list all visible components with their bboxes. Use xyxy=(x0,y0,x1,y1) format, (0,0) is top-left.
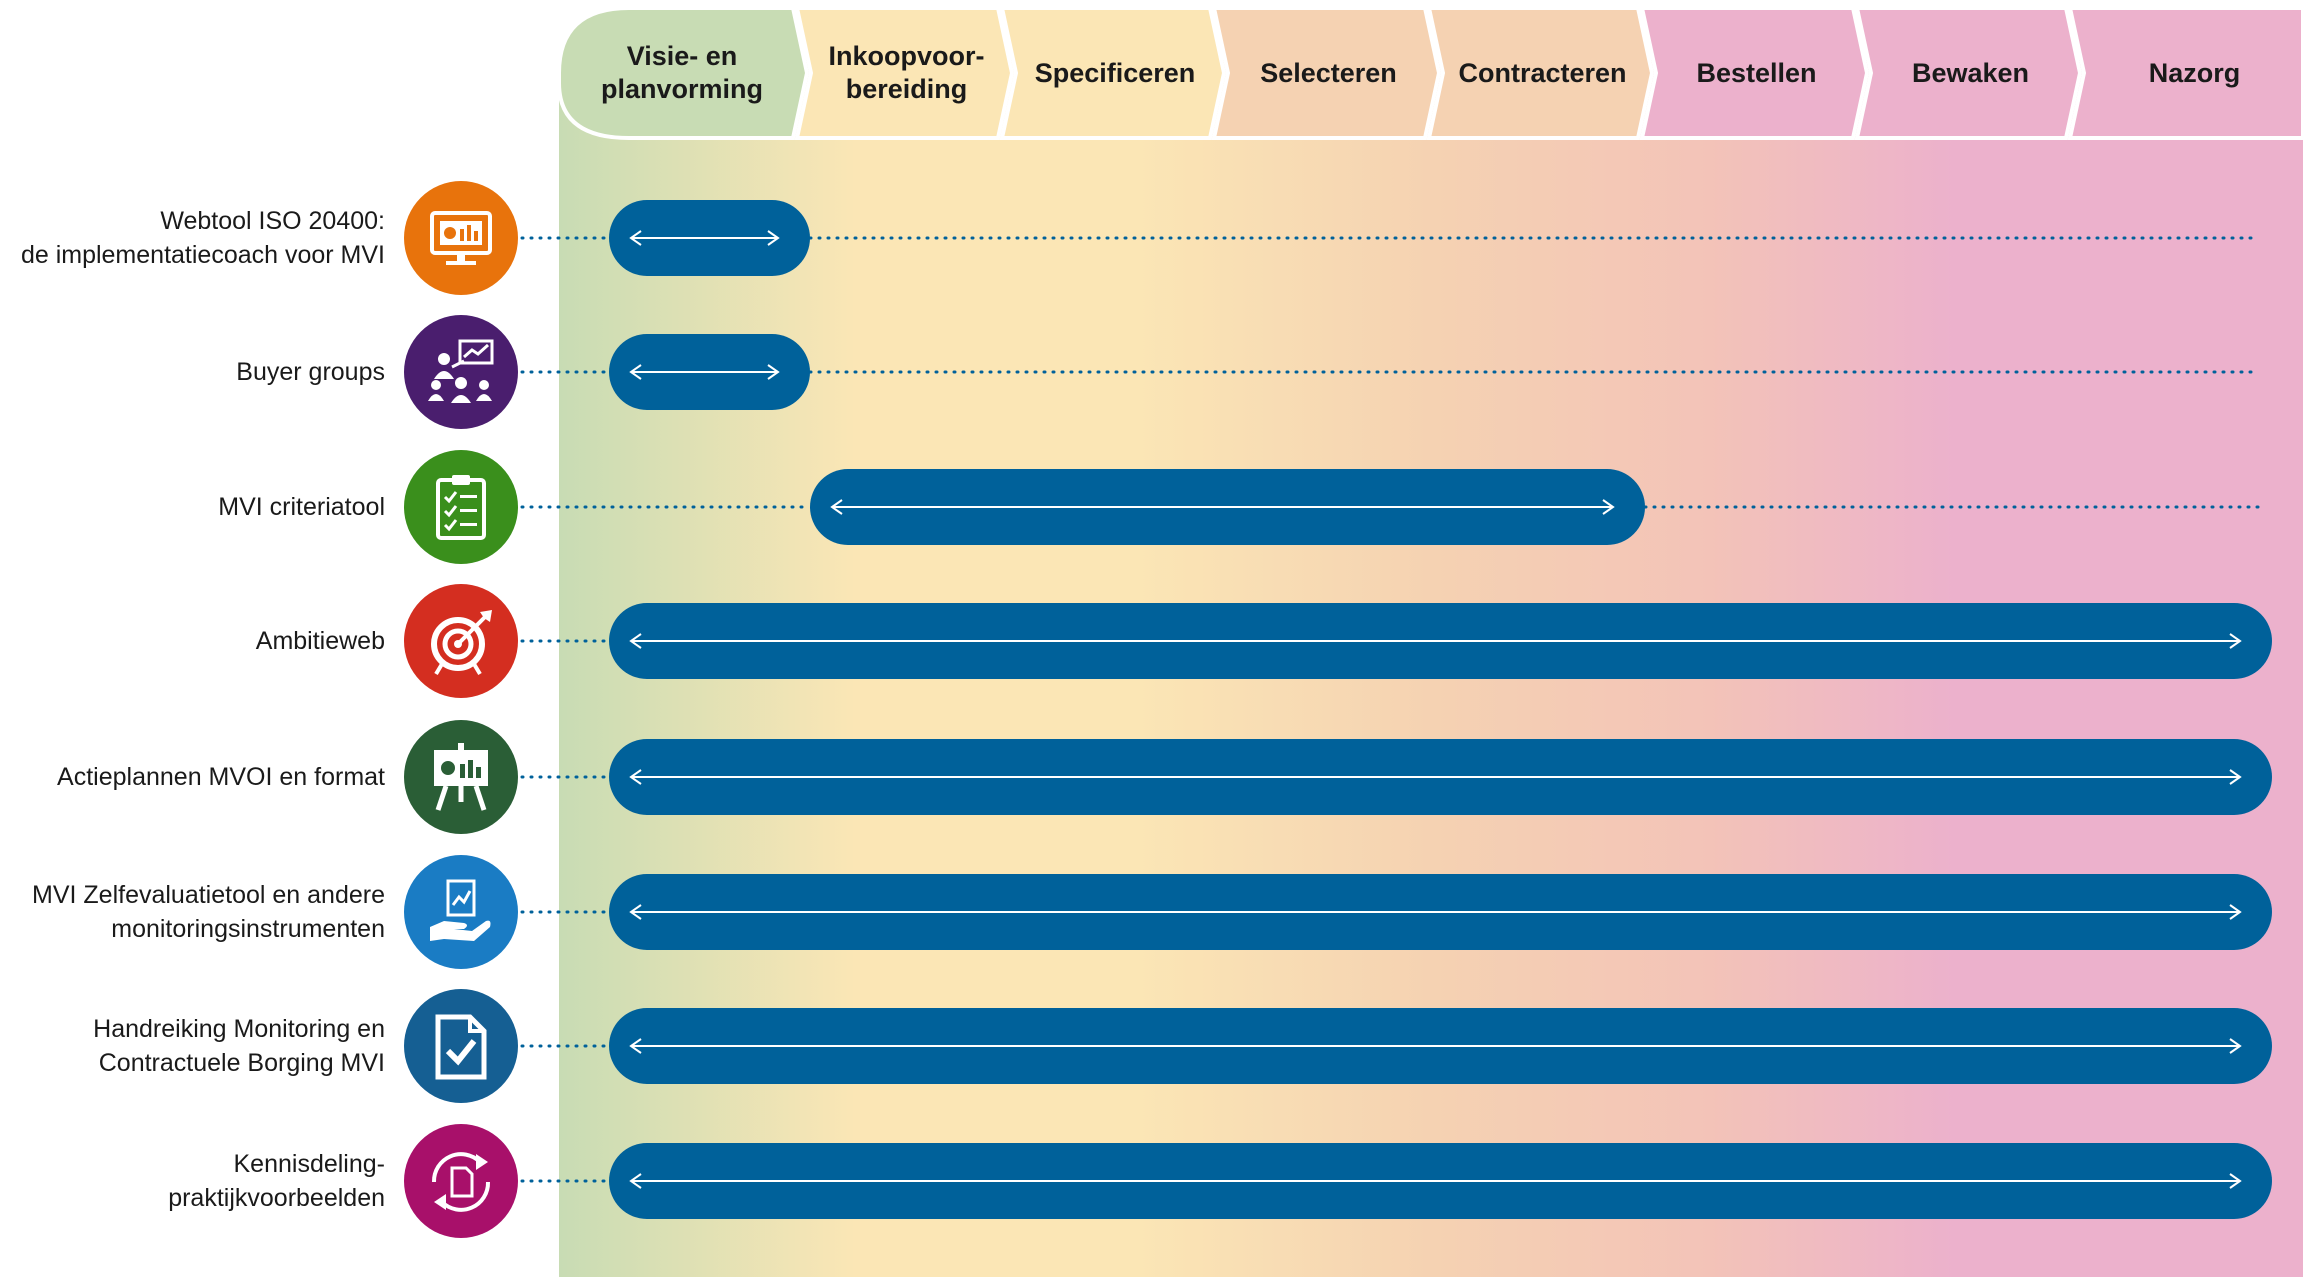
arrow-left-head xyxy=(629,1038,642,1054)
arrow-left-head xyxy=(629,769,642,785)
tool-row-6 xyxy=(520,874,2272,950)
tool-label-5: Actieplannen MVOI en format xyxy=(57,763,385,791)
tool-row-7 xyxy=(520,1008,2272,1084)
arrow-right-head xyxy=(767,364,780,380)
checklist-clipboard-icon xyxy=(404,450,518,564)
phase-label-3: Specificeren xyxy=(1034,57,1196,88)
phase-chevron-4 xyxy=(1211,6,1442,140)
hand-document-icon xyxy=(404,855,518,969)
phase-label-5: Contracteren xyxy=(1458,57,1627,88)
tool-label-3: MVI criteriatool xyxy=(218,493,385,521)
phase-label-2: Inkoopvoor- bereiding xyxy=(828,41,985,104)
phase-label-8: Nazorg xyxy=(2148,57,2241,88)
arrow-right-head xyxy=(767,230,780,246)
arrow-right-head xyxy=(2229,1038,2242,1054)
arrow-left-head xyxy=(830,499,843,515)
group-presentation-icon xyxy=(404,315,518,429)
tool-row-5 xyxy=(520,739,2272,815)
phase-chevron-5 xyxy=(1426,6,1655,140)
arrow-left-head xyxy=(629,633,642,649)
arrow-left-head xyxy=(629,230,642,246)
tool-row-2 xyxy=(520,334,2260,410)
tool-label-2: Buyer groups xyxy=(236,358,385,386)
target-arrow-icon xyxy=(404,584,518,698)
tool-label-6: MVI Zelfevaluatietool en andere monitori… xyxy=(32,881,385,943)
tool-label-7: Handreiking Monitoring en Contractuele B… xyxy=(93,1015,385,1077)
phase-chevron-7 xyxy=(1854,6,2083,140)
phase-chevron-3 xyxy=(999,6,1227,140)
phase-label-6: Bestellen xyxy=(1696,57,1817,88)
arrow-right-head xyxy=(2229,633,2242,649)
arrow-right-head xyxy=(2229,904,2242,920)
tool-label-8: Kennisdeling- praktijkvoorbeelden xyxy=(168,1150,385,1212)
tool-row-8 xyxy=(520,1143,2272,1219)
arrow-left-head xyxy=(629,904,642,920)
phase-label-7: Bewaken xyxy=(1911,57,2030,88)
tool-label-4: Ambitieweb xyxy=(255,627,385,655)
tool-row-1 xyxy=(520,200,2260,276)
easel-chart-icon xyxy=(404,720,518,834)
phase-chevron-6 xyxy=(1639,6,1870,140)
phase-chevron-8 xyxy=(2067,6,2303,140)
phase-chevron-2 xyxy=(794,6,1015,140)
tool-row-3 xyxy=(520,469,2260,545)
document-check-icon xyxy=(404,989,518,1103)
tool-label-1: Webtool ISO 20400: de implementatiecoach… xyxy=(20,207,385,269)
arrow-right-head xyxy=(2229,769,2242,785)
arrow-right-head xyxy=(1602,499,1615,515)
document-cycle-icon xyxy=(404,1124,518,1238)
presentation-monitor-icon xyxy=(404,181,518,295)
phase-chevron-1 xyxy=(557,6,810,140)
arrow-right-head xyxy=(2229,1173,2242,1189)
phase-label-4: Selecteren xyxy=(1260,57,1397,88)
arrow-left-head xyxy=(629,1173,642,1189)
arrow-left-head xyxy=(629,364,642,380)
tool-row-4 xyxy=(520,603,2272,679)
phase-label-1: Visie- en planvorming xyxy=(600,41,763,104)
